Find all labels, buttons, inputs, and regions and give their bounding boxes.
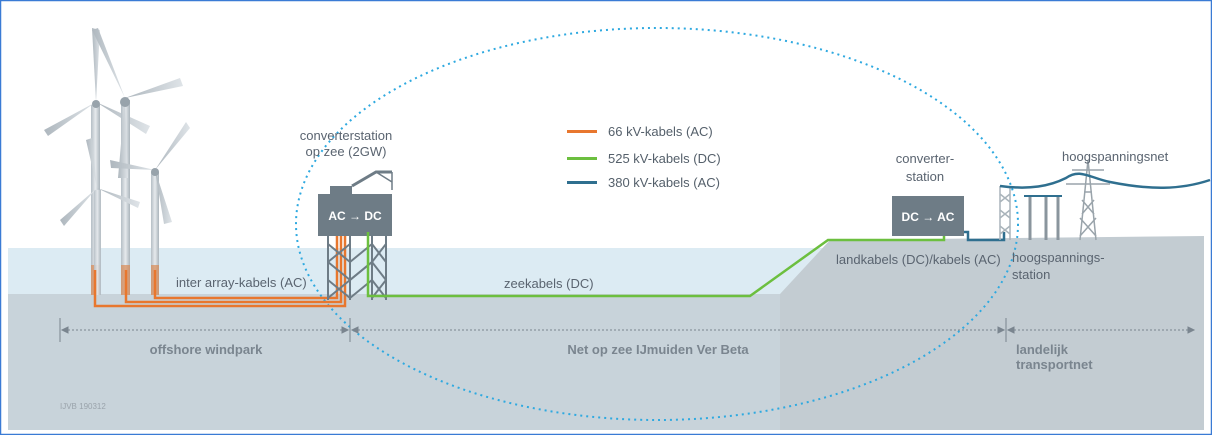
power-pylon-icon (1066, 159, 1110, 241)
converter-box-land-label: DC → AC (902, 210, 955, 224)
net-op-zee-boundary (295, 27, 1019, 421)
inter-array-label: inter array-kabels (AC) (176, 275, 307, 290)
onshore-converter-station (892, 196, 964, 236)
sea-cable-dc (366, 228, 946, 298)
hv-grid-line (999, 172, 1211, 190)
offshore-converter-platform (318, 170, 393, 300)
converter-land-label-line2: station (906, 169, 944, 184)
converter-land-label-line1: converter- (896, 151, 955, 166)
converter-box-sea-label: AC → DC (328, 209, 382, 223)
legend-label-525kv: 525 kV-kabels (DC) (608, 151, 721, 166)
sea-cables-label: zeekabels (DC) (504, 276, 594, 291)
hv-station-label-line1: hoogspannings- (1012, 250, 1105, 265)
section-dimension-lines (59, 318, 1196, 342)
section-label-transport-line1: landelijk (1016, 342, 1069, 357)
wind-turbine-icon (60, 138, 140, 295)
section-label-net-op-zee: Net op zee IJmuiden Ver Beta (567, 342, 749, 357)
grid-label: hoogspanningsnet (1062, 149, 1169, 164)
legend-label-66kv: 66 kV-kabels (AC) (608, 124, 713, 139)
section-label-windpark: offshore windpark (150, 342, 263, 357)
land-cables-label: landkabels (DC)/kabels (AC) (836, 252, 1001, 267)
legend-label-380kv: 380 kV-kabels (AC) (608, 175, 720, 190)
diagram-code: IJVB 190312 (60, 402, 106, 411)
converter-sea-label-line2: op zee (2GW) (306, 144, 387, 159)
legend-swatch-66kv (567, 130, 597, 133)
hv-station-label-line2: station (1012, 267, 1050, 282)
land-mass (780, 236, 1204, 430)
section-label-transport-line2: transportnet (1016, 357, 1093, 372)
legend: 66 kV-kabels (AC) 525 kV-kabels (DC) 380… (567, 124, 721, 190)
inter-array-cables (93, 232, 347, 308)
land-cable-ac (964, 230, 1006, 242)
hv-station-icon (999, 186, 1062, 240)
legend-swatch-380kv (567, 181, 597, 184)
legend-swatch-525kv (567, 157, 597, 160)
converter-sea-label-line1: converterstation (300, 128, 393, 143)
